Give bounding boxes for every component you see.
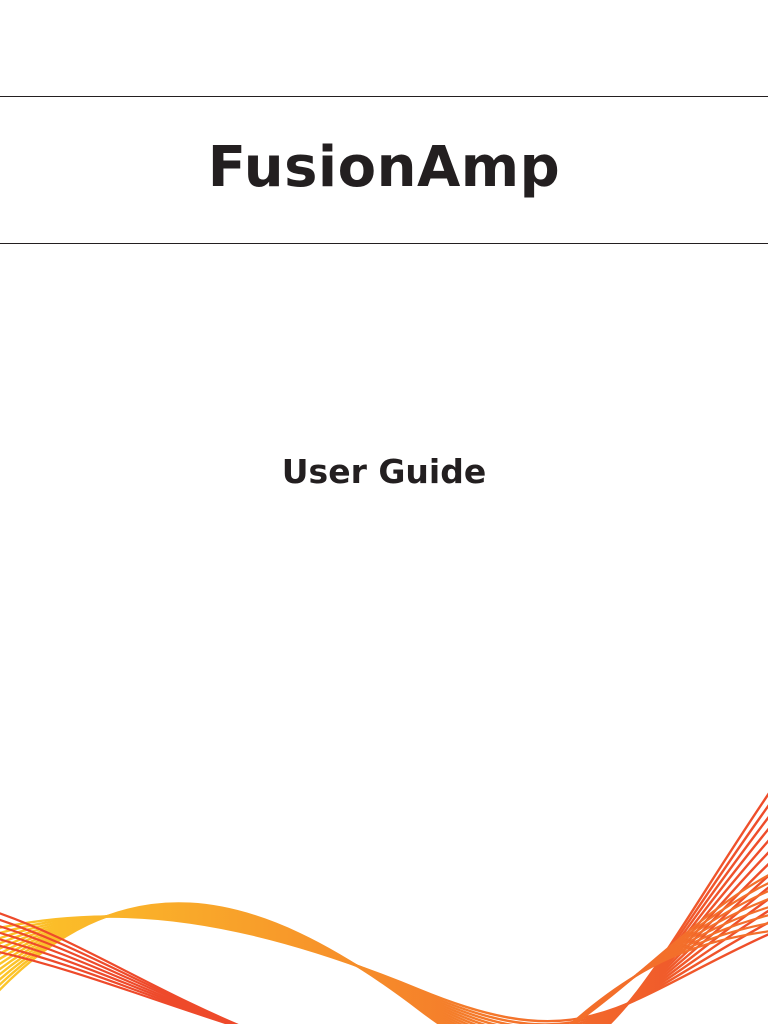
wave-line (0, 915, 768, 1023)
document-subtitle: User Guide (281, 452, 487, 491)
wave-line (0, 874, 768, 1024)
bottom-divider (0, 243, 768, 244)
wave-line (572, 874, 768, 1024)
wave-line (569, 930, 768, 1024)
wave-line (0, 951, 233, 1024)
wave-line (0, 851, 768, 1024)
decorative-wave-graphic (0, 792, 768, 1024)
wave-line (0, 839, 768, 1024)
wave-line (0, 886, 768, 1024)
product-title: FusionAmp (207, 135, 561, 200)
top-divider (0, 96, 768, 97)
wave-line (0, 862, 768, 1024)
